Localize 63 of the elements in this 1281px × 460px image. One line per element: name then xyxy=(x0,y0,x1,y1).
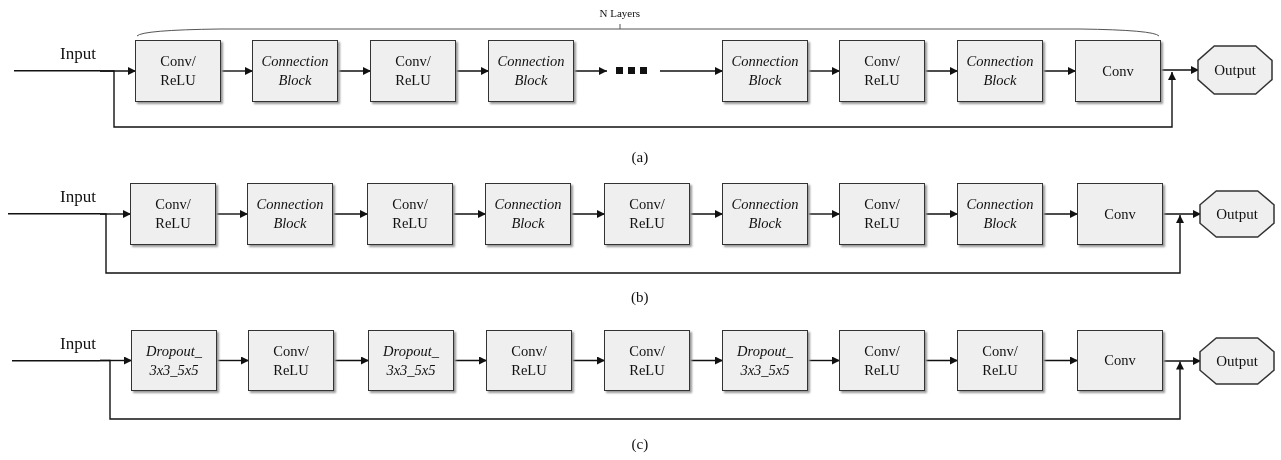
process-box: Conv/ ReLU xyxy=(839,183,925,245)
process-box: Dropout_ 3x3_5x5 xyxy=(368,330,454,391)
process-box: Connection Block xyxy=(485,183,571,245)
input-label: Input xyxy=(8,187,100,215)
arrow xyxy=(807,210,841,218)
arrow xyxy=(453,356,488,365)
output-octagon: Output xyxy=(1198,46,1272,94)
arrow xyxy=(570,210,606,218)
process-box: Conv xyxy=(1077,183,1163,245)
arrow xyxy=(1042,210,1079,218)
process-box: Conv xyxy=(1077,330,1163,391)
process-box: Connection Block xyxy=(252,40,338,102)
process-box: Connection Block xyxy=(247,183,333,245)
arrow xyxy=(689,356,724,365)
arrow xyxy=(452,210,487,218)
arrow xyxy=(807,67,841,75)
process-box: Connection Block xyxy=(957,40,1043,102)
arrow xyxy=(573,67,608,75)
output-octagon: Output xyxy=(1200,338,1274,384)
arrow xyxy=(220,67,254,75)
arrow xyxy=(99,359,1184,420)
output-octagon: Output xyxy=(1200,191,1274,237)
arrow xyxy=(216,356,250,365)
arrow xyxy=(337,67,372,75)
process-box: Connection Block xyxy=(722,40,808,102)
arrow xyxy=(99,70,1176,128)
process-box: Conv xyxy=(1075,40,1161,102)
arrow xyxy=(807,356,841,365)
bracket-label: N Layers xyxy=(599,7,641,19)
arrow xyxy=(924,67,959,75)
process-box: Connection Block xyxy=(957,183,1043,245)
subfigure-caption: (c) xyxy=(631,436,649,453)
process-box: Conv/ ReLU xyxy=(248,330,334,391)
arrow xyxy=(455,67,490,75)
arrow xyxy=(924,210,959,218)
arrow xyxy=(924,356,959,365)
process-box: Conv/ ReLU xyxy=(957,330,1043,391)
arrow xyxy=(1042,356,1079,365)
arrow xyxy=(571,356,606,365)
arrow xyxy=(333,356,370,365)
subfigure-caption: (a) xyxy=(631,149,649,166)
input-label: Input xyxy=(12,334,100,362)
arrow xyxy=(1042,67,1077,75)
arrow xyxy=(332,210,369,218)
process-box: Dropout_ 3x3_5x5 xyxy=(131,330,217,391)
process-box: Conv/ ReLU xyxy=(486,330,572,391)
process-box: Conv/ ReLU xyxy=(604,183,690,245)
arrow xyxy=(659,67,724,75)
process-box: Conv/ ReLU xyxy=(367,183,453,245)
process-box: Conv/ ReLU xyxy=(839,40,925,102)
process-box: Conv/ ReLU xyxy=(370,40,456,102)
arrow xyxy=(99,213,1184,274)
process-box: Connection Block xyxy=(488,40,574,102)
process-box: Conv/ ReLU xyxy=(135,40,221,102)
input-label: Input xyxy=(14,44,100,72)
process-box: Conv/ ReLU xyxy=(839,330,925,391)
arrow xyxy=(689,210,724,218)
arrow xyxy=(215,210,249,218)
process-box: Connection Block xyxy=(722,183,808,245)
process-box: Dropout_ 3x3_5x5 xyxy=(722,330,808,391)
process-box: Conv/ ReLU xyxy=(130,183,216,245)
process-box: Conv/ ReLU xyxy=(604,330,690,391)
subfigure-caption: (b) xyxy=(631,289,649,306)
